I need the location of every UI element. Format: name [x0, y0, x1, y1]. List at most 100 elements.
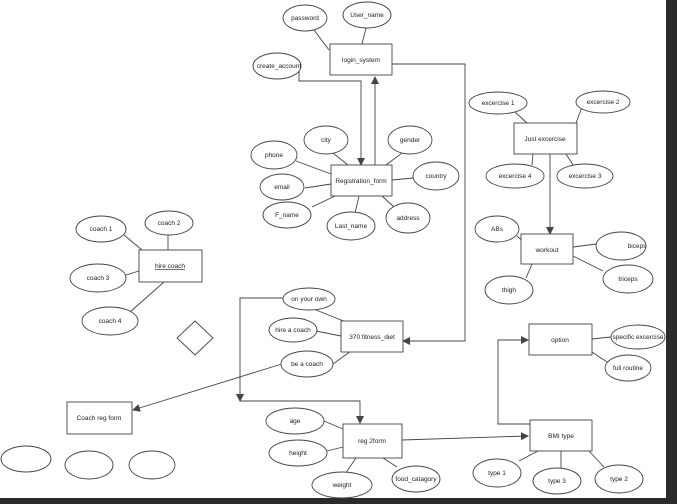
attr-weight[interactable]: weight	[311, 471, 373, 499]
arrow-bmitype-option	[497, 336, 530, 425]
entity-option[interactable]: option	[528, 323, 593, 356]
attr-type-3[interactable]: type 3	[532, 467, 582, 495]
attr-height[interactable]: height	[268, 439, 328, 467]
attr-create-account[interactable]: create_account	[252, 52, 302, 80]
entity-just-excercise-label: Just excercise	[524, 136, 566, 143]
attr-phone-label: phone	[265, 152, 283, 159]
attr-coach-3[interactable]: coach 3	[69, 263, 127, 293]
attr-f-name[interactable]: F_name	[262, 201, 312, 229]
entity-registration-form[interactable]: Registration_form	[330, 164, 393, 197]
entity-workout[interactable]: workout	[520, 233, 574, 265]
attr-biceps[interactable]: biceps	[595, 231, 647, 261]
attr-type-2[interactable]: type 2	[594, 464, 644, 494]
attr-user-name-label: User_name	[350, 12, 384, 19]
entity-hire-coach-label: hire coach	[155, 263, 185, 270]
entity-workout-label: workout	[535, 247, 559, 254]
attr-coach-2[interactable]: coach 2	[144, 210, 194, 236]
entity-coach-reg-form[interactable]: Coach reg form	[66, 401, 133, 435]
attr-food-catagory[interactable]: food_catagory	[391, 465, 441, 493]
attr-last-name[interactable]: Last_name	[326, 211, 376, 241]
attr-user-name[interactable]: User_name	[342, 1, 392, 29]
attr-excercise-3[interactable]: excercise 3	[556, 163, 614, 189]
connector-beacoach-fitnessdiet	[332, 350, 352, 365]
attr-type-1[interactable]: type 1	[472, 458, 522, 488]
attr-hire-a-coach[interactable]: hire a coach	[268, 317, 318, 343]
attr-gender[interactable]: gender	[387, 125, 433, 155]
connector-type2-bmitype	[588, 450, 605, 468]
entity-fitness-diet[interactable]: 370 fitness_diet	[340, 320, 404, 353]
arrow-beacoach-coachregform	[132, 362, 286, 412]
attr-coach-3-label: coach 3	[87, 275, 110, 282]
connector-weight-regform	[344, 457, 357, 475]
attr-excercise-1[interactable]: excercise 1	[468, 91, 528, 115]
attr-full-routine[interactable]: full routine	[604, 354, 652, 382]
connector-excercise3-justexcercise	[565, 153, 574, 166]
attr-weight-label: weight	[332, 482, 352, 489]
attr-gender-label: gender	[400, 137, 421, 144]
connector-username-login	[361, 27, 367, 45]
connector-specificexcercise-option	[591, 336, 612, 340]
entity-login-system[interactable]: login_system	[329, 43, 393, 76]
attr-triceps[interactable]: triceps	[602, 264, 654, 294]
connector-hireacoach-fitnessdiet	[315, 330, 342, 337]
blank-ellipse-middle[interactable]	[64, 450, 114, 480]
attr-abs[interactable]: ABs	[474, 215, 520, 243]
connector-excercise4-justexcercise	[531, 153, 534, 166]
attr-email[interactable]: email	[259, 173, 305, 201]
attr-be-a-coach-label: be a coach	[291, 361, 323, 368]
connector-lines	[123, 27, 612, 475]
attr-type-2-label: type 2	[610, 476, 628, 483]
attr-excercise-2[interactable]: excercise 2	[575, 90, 631, 114]
attr-city[interactable]: city	[303, 125, 349, 155]
entity-login-system-label: login_system	[342, 57, 380, 64]
attr-age[interactable]: age	[265, 407, 325, 435]
attr-coach-4[interactable]: coach 4	[81, 306, 139, 336]
attr-on-your-own-label: on your own	[291, 296, 327, 303]
relationship-diamond[interactable]	[176, 320, 214, 356]
attr-country[interactable]: country	[412, 161, 460, 191]
attr-on-your-own[interactable]: on your own	[282, 287, 336, 311]
entity-hire-coach[interactable]: hire coach	[138, 249, 203, 283]
attr-excercise-1-label: excercise 1	[482, 100, 515, 107]
connector-foodcatagory-regform	[382, 457, 398, 468]
attr-coach-4-label: coach 4	[99, 318, 122, 325]
attr-triceps-label: triceps	[618, 276, 638, 283]
attr-excercise-2-label: excercise 2	[587, 99, 620, 106]
attr-email-label: email	[274, 184, 290, 191]
attr-address[interactable]: address	[385, 202, 431, 234]
attr-create-account-label: create_account	[257, 63, 302, 70]
attr-excercise-4-label: excercise 4	[499, 173, 532, 180]
attr-thigh-label: thigh	[502, 287, 516, 294]
connector-height-regform	[326, 446, 344, 452]
entity-reg-form-label: reg 2form	[358, 438, 386, 445]
connector-coach3-hirecoach	[125, 270, 140, 276]
attr-type-1-label: type 1	[488, 470, 506, 477]
arrow-createaccount-registration	[298, 66, 365, 166]
attr-thigh[interactable]: thigh	[484, 275, 534, 305]
entity-just-excercise[interactable]: Just excercise	[513, 122, 578, 155]
attr-food-catagory-label: food_catagory	[395, 476, 437, 483]
attr-phone[interactable]: phone	[250, 140, 298, 170]
attr-country-label: country	[425, 173, 447, 180]
attr-excercise-3-label: excercise 3	[569, 173, 602, 180]
connector-gender-registration	[385, 152, 403, 166]
arrow-login-fitnessdiet	[392, 63, 466, 345]
connector-phone-registration	[295, 160, 332, 175]
connector-triceps-workout	[572, 255, 604, 272]
connector-age-regform	[323, 420, 344, 430]
blank-ellipse-right[interactable]	[128, 450, 176, 480]
entity-option-label: option	[551, 337, 569, 344]
connector-biceps-workout	[572, 243, 597, 248]
connector-address-registration	[381, 195, 395, 208]
arrow-fitnessdiet-regform	[240, 400, 364, 424]
arrow-onyourown-regform	[236, 297, 284, 402]
blank-ellipse-left[interactable]	[0, 445, 52, 473]
entity-bmi-type[interactable]: BMI type	[529, 419, 593, 452]
connector-password-login	[313, 29, 330, 51]
attr-password[interactable]: password	[282, 4, 328, 32]
attr-be-a-coach[interactable]: be a coach	[280, 350, 334, 378]
attr-excercise-4[interactable]: excercise 4	[485, 163, 545, 189]
entity-reg-form[interactable]: reg 2form	[342, 423, 403, 459]
attr-coach-1[interactable]: coach 1	[75, 215, 127, 243]
attr-specific-excercise[interactable]: specific excercise	[610, 324, 666, 350]
